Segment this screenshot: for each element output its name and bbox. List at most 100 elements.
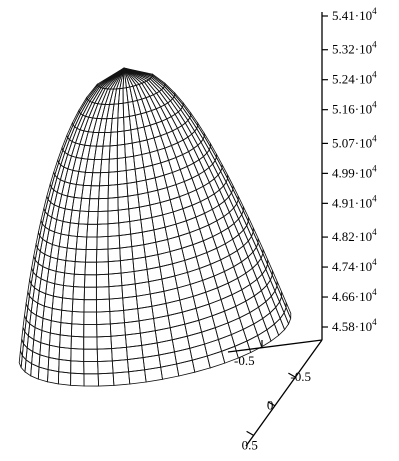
surface-patch: [174, 347, 193, 365]
surface-patch: [86, 223, 98, 238]
surface-patch: [176, 283, 194, 301]
surface-patch: [109, 309, 125, 325]
y-tick-mark: [267, 401, 276, 407]
surface-patch: [189, 343, 208, 361]
z-tick-label: 4.91·104: [332, 193, 377, 210]
surface-patch: [49, 320, 62, 336]
surface-patch: [216, 282, 233, 301]
surface-patch: [124, 155, 136, 171]
surface-patch: [191, 355, 211, 373]
surface-patch: [95, 273, 110, 288]
surface-patch: [128, 369, 147, 385]
surface-patch: [109, 131, 118, 147]
surface-patch: [96, 335, 113, 350]
surface-patch: [83, 116, 94, 133]
surface-patch: [169, 323, 188, 341]
surface-patch: [67, 140, 77, 157]
surface-patch: [120, 271, 136, 287]
z-tick-label: 5.41·104: [332, 6, 377, 23]
surface-patch: [108, 285, 124, 300]
surface-patch: [70, 323, 85, 338]
surface-patch: [95, 261, 109, 276]
surface-patch: [167, 100, 179, 115]
surface-patch: [109, 322, 126, 337]
surface-patch: [216, 243, 231, 261]
surface-patch: [241, 283, 255, 302]
surface-patch: [71, 298, 85, 313]
surface-patch: [97, 360, 114, 375]
surface-patch: [123, 308, 140, 324]
surface-patch: [73, 273, 86, 288]
surface-patch: [195, 212, 210, 230]
z-tick-label: 5.24·104: [332, 70, 377, 87]
surface-patch: [107, 196, 119, 212]
surface-patch: [55, 258, 67, 274]
surface-patch: [118, 233, 133, 249]
surface-patch: [111, 359, 130, 374]
surface-patch: [108, 297, 125, 312]
surface-patch: [99, 171, 110, 187]
surface-patch: [119, 258, 135, 274]
surface-patch: [87, 211, 99, 225]
surface-patch: [223, 266, 239, 284]
surface-patch: [64, 260, 76, 275]
surface-patch: [128, 206, 142, 222]
x-axis-line: [227, 339, 323, 353]
surface-patch: [129, 219, 143, 235]
surface-patch: [65, 247, 77, 263]
surface-patch: [166, 116, 179, 132]
surface-patch: [110, 334, 127, 350]
surface-patch: [57, 371, 72, 386]
surface-patch: [107, 222, 120, 237]
surface-patch: [50, 307, 63, 324]
surface-patch: [124, 320, 141, 336]
surface-patch: [192, 240, 208, 258]
surface-patch: [74, 248, 87, 263]
y-tick-label: 0.5: [242, 437, 258, 452]
surface-patch: [181, 307, 200, 325]
surface-patch: [213, 270, 229, 289]
surface-patch: [141, 81, 155, 97]
y-tick-label: 0: [267, 398, 274, 413]
surface-patch: [150, 108, 163, 124]
surface-patch: [107, 184, 119, 199]
surface-patch: [70, 360, 85, 375]
surface-patch: [60, 309, 73, 325]
surface-patch: [141, 97, 152, 113]
surface-patch: [97, 372, 115, 387]
surface-patch: [97, 210, 109, 225]
surface-patch: [76, 223, 89, 238]
surface-patch: [70, 335, 85, 350]
surface-patch: [96, 236, 109, 251]
surface-patch: [111, 346, 128, 362]
surface-patch: [127, 357, 146, 373]
surface-patch: [125, 168, 137, 184]
surface-patch: [167, 311, 186, 329]
surface-patch: [84, 274, 97, 288]
z-tick-label: 4.66·104: [332, 287, 377, 304]
surface-patch: [73, 261, 86, 276]
surface-patch: [71, 311, 85, 325]
surface-patch: [257, 301, 271, 320]
z-tick-label: 4.58·104: [332, 317, 377, 334]
surface-patch: [185, 216, 201, 234]
surface-patch: [200, 138, 210, 154]
surface-patch: [155, 106, 168, 122]
surface-patch: [49, 332, 61, 348]
surface-patch: [96, 223, 109, 238]
surface-patch: [121, 283, 137, 299]
surface-patch: [209, 259, 225, 277]
surface-patch: [107, 171, 119, 186]
surface-patch: [257, 329, 272, 348]
z-tick-label: 4.74·104: [332, 257, 377, 274]
surface-patch: [262, 312, 275, 331]
surface-patch: [208, 220, 222, 238]
z-axis-ticks: 5.41·1045.32·1045.24·1045.16·1045.07·104…: [322, 6, 377, 334]
surface-patch: [122, 87, 129, 104]
surface-patch: [130, 231, 145, 248]
surface-patch: [122, 101, 130, 118]
surface-patch: [83, 373, 100, 387]
surface-patch: [117, 116, 125, 133]
surface-patch: [83, 299, 97, 313]
